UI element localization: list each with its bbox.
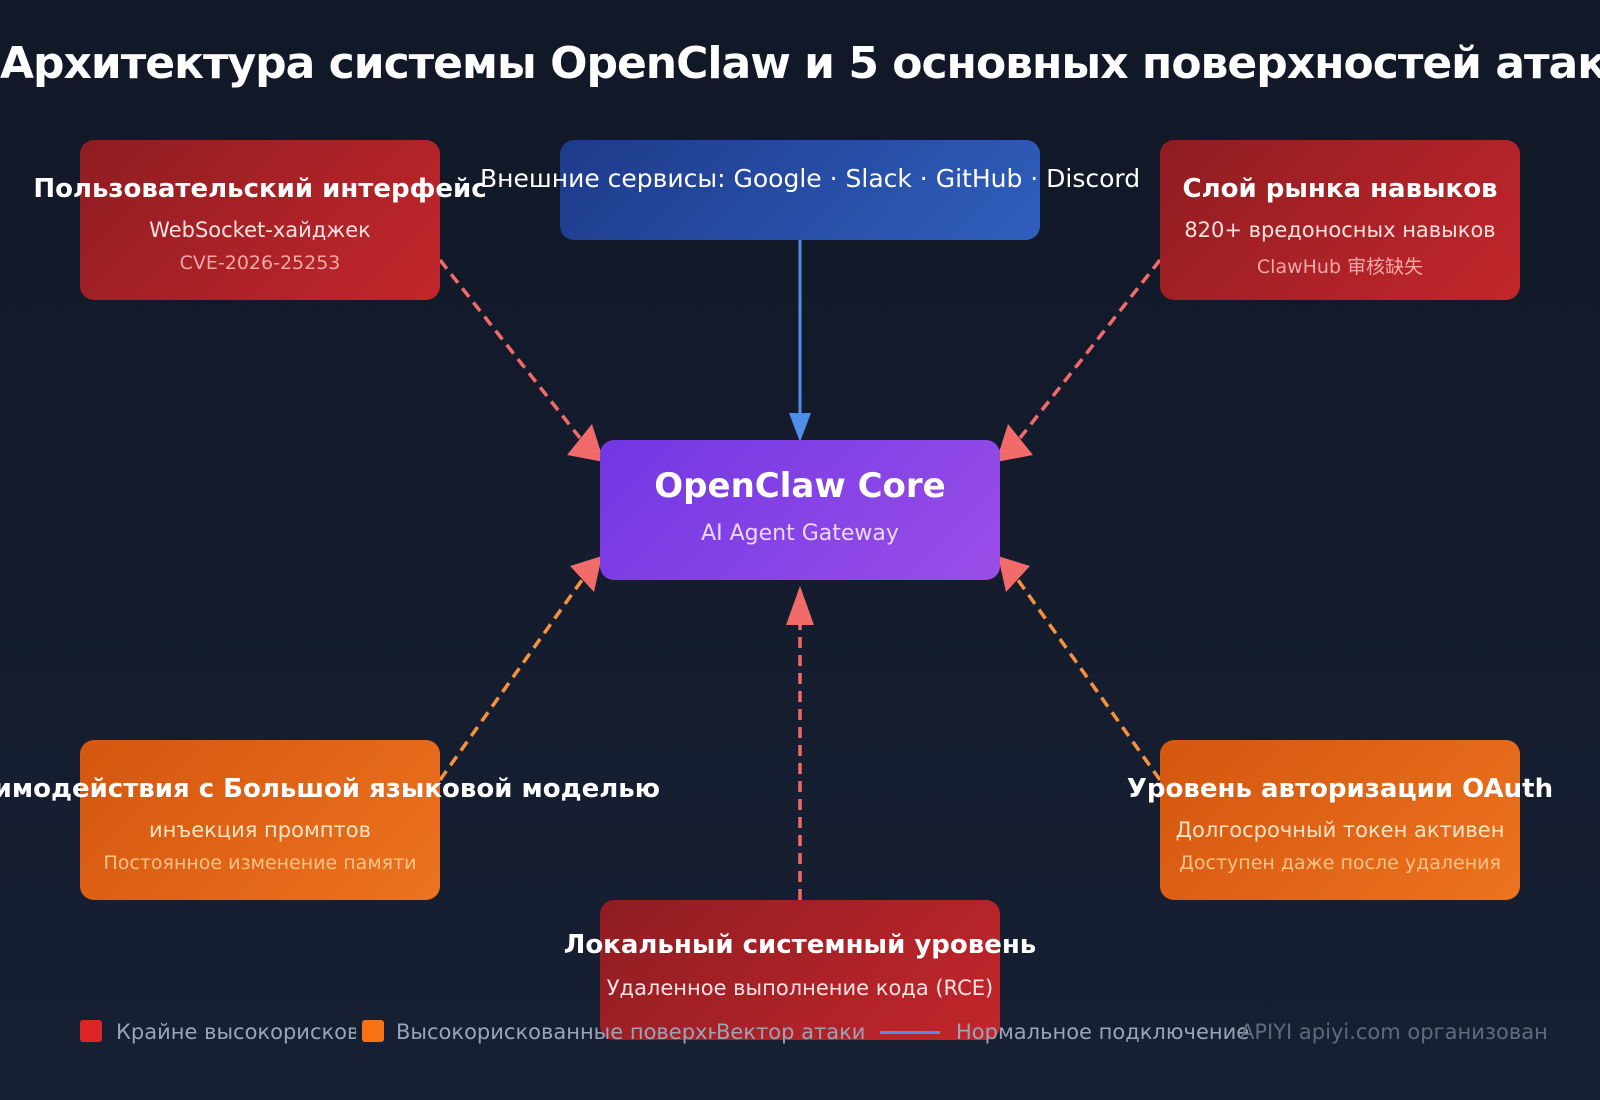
attack-arrowhead-oauth (998, 556, 1030, 592)
external-services-label: Внешние сервисы: Google · Slack · GitHub… (480, 164, 1141, 193)
llm-layer-box (80, 740, 440, 900)
ui-layer-line1: WebSocket-хайджек (149, 218, 371, 242)
attack-arrowhead-llm (570, 556, 602, 592)
attack-vector-ui (438, 258, 582, 440)
legend-critical-swatch (80, 1020, 102, 1042)
legend-normal-label: Нормальное подключение (956, 1020, 1250, 1044)
attack-arrowhead-skills (996, 424, 1033, 462)
attack-arrowhead-local (786, 586, 814, 625)
core-box (600, 440, 1000, 580)
attack-vector-oauth (1016, 578, 1162, 782)
legend-high-swatch (362, 1020, 384, 1042)
attack-arrowhead-ui (567, 424, 604, 462)
attack-vector-skills (1018, 258, 1162, 440)
legend-vector-label: Вектор атаки (716, 1020, 866, 1044)
credit-label: APIYI apiyi.com организован (1240, 1020, 1548, 1044)
diagram-title: Архитектура системы OpenClaw и 5 основны… (0, 38, 1600, 89)
skills-layer-box (1160, 140, 1520, 300)
legend-critical-label: Крайне высокорискованные поверхности ата… (116, 1020, 356, 1044)
normal-arrowhead (789, 413, 811, 442)
legend-normal-line (880, 1031, 940, 1034)
core-subtitle: AI Agent Gateway (701, 521, 899, 546)
skills-layer-title: Слой рынка навыков (1182, 174, 1498, 204)
skills-layer-line1: 820+ вредоносных навыков (1184, 218, 1496, 242)
llm-layer-line1: инъекция промптов (148, 818, 371, 842)
ui-layer-box (80, 140, 440, 300)
oauth-layer-title: Уровень авторизации OAuth (1126, 774, 1554, 804)
local-layer-title: Локальный системный уровень (563, 930, 1037, 960)
llm-layer-line2: Постоянное изменение памяти (103, 852, 417, 874)
core-title: OpenClaw Core (654, 466, 946, 506)
oauth-layer-box (1160, 740, 1520, 900)
local-layer-line1: Удаленное выполнение кода (RCE) (606, 976, 994, 1000)
external-services-box (560, 140, 1040, 240)
local-layer-box (600, 900, 1000, 1040)
skills-layer-line2: ClawHub 审核缺失 (1256, 256, 1424, 278)
oauth-layer-line2: Доступен даже после удаления (1179, 852, 1501, 874)
oauth-layer-line1: Долгосрочный токен активен (1175, 818, 1505, 842)
attack-vector-llm (438, 578, 584, 782)
ui-layer-line2: CVE-2026-25253 (179, 252, 341, 274)
ui-layer-title: Пользовательский интерфейс (33, 174, 487, 204)
legend-high-label: Высокорискованные поверхности атаки (396, 1020, 716, 1044)
llm-layer-title: Уровень взаимодействия с Большой языково… (0, 774, 660, 804)
